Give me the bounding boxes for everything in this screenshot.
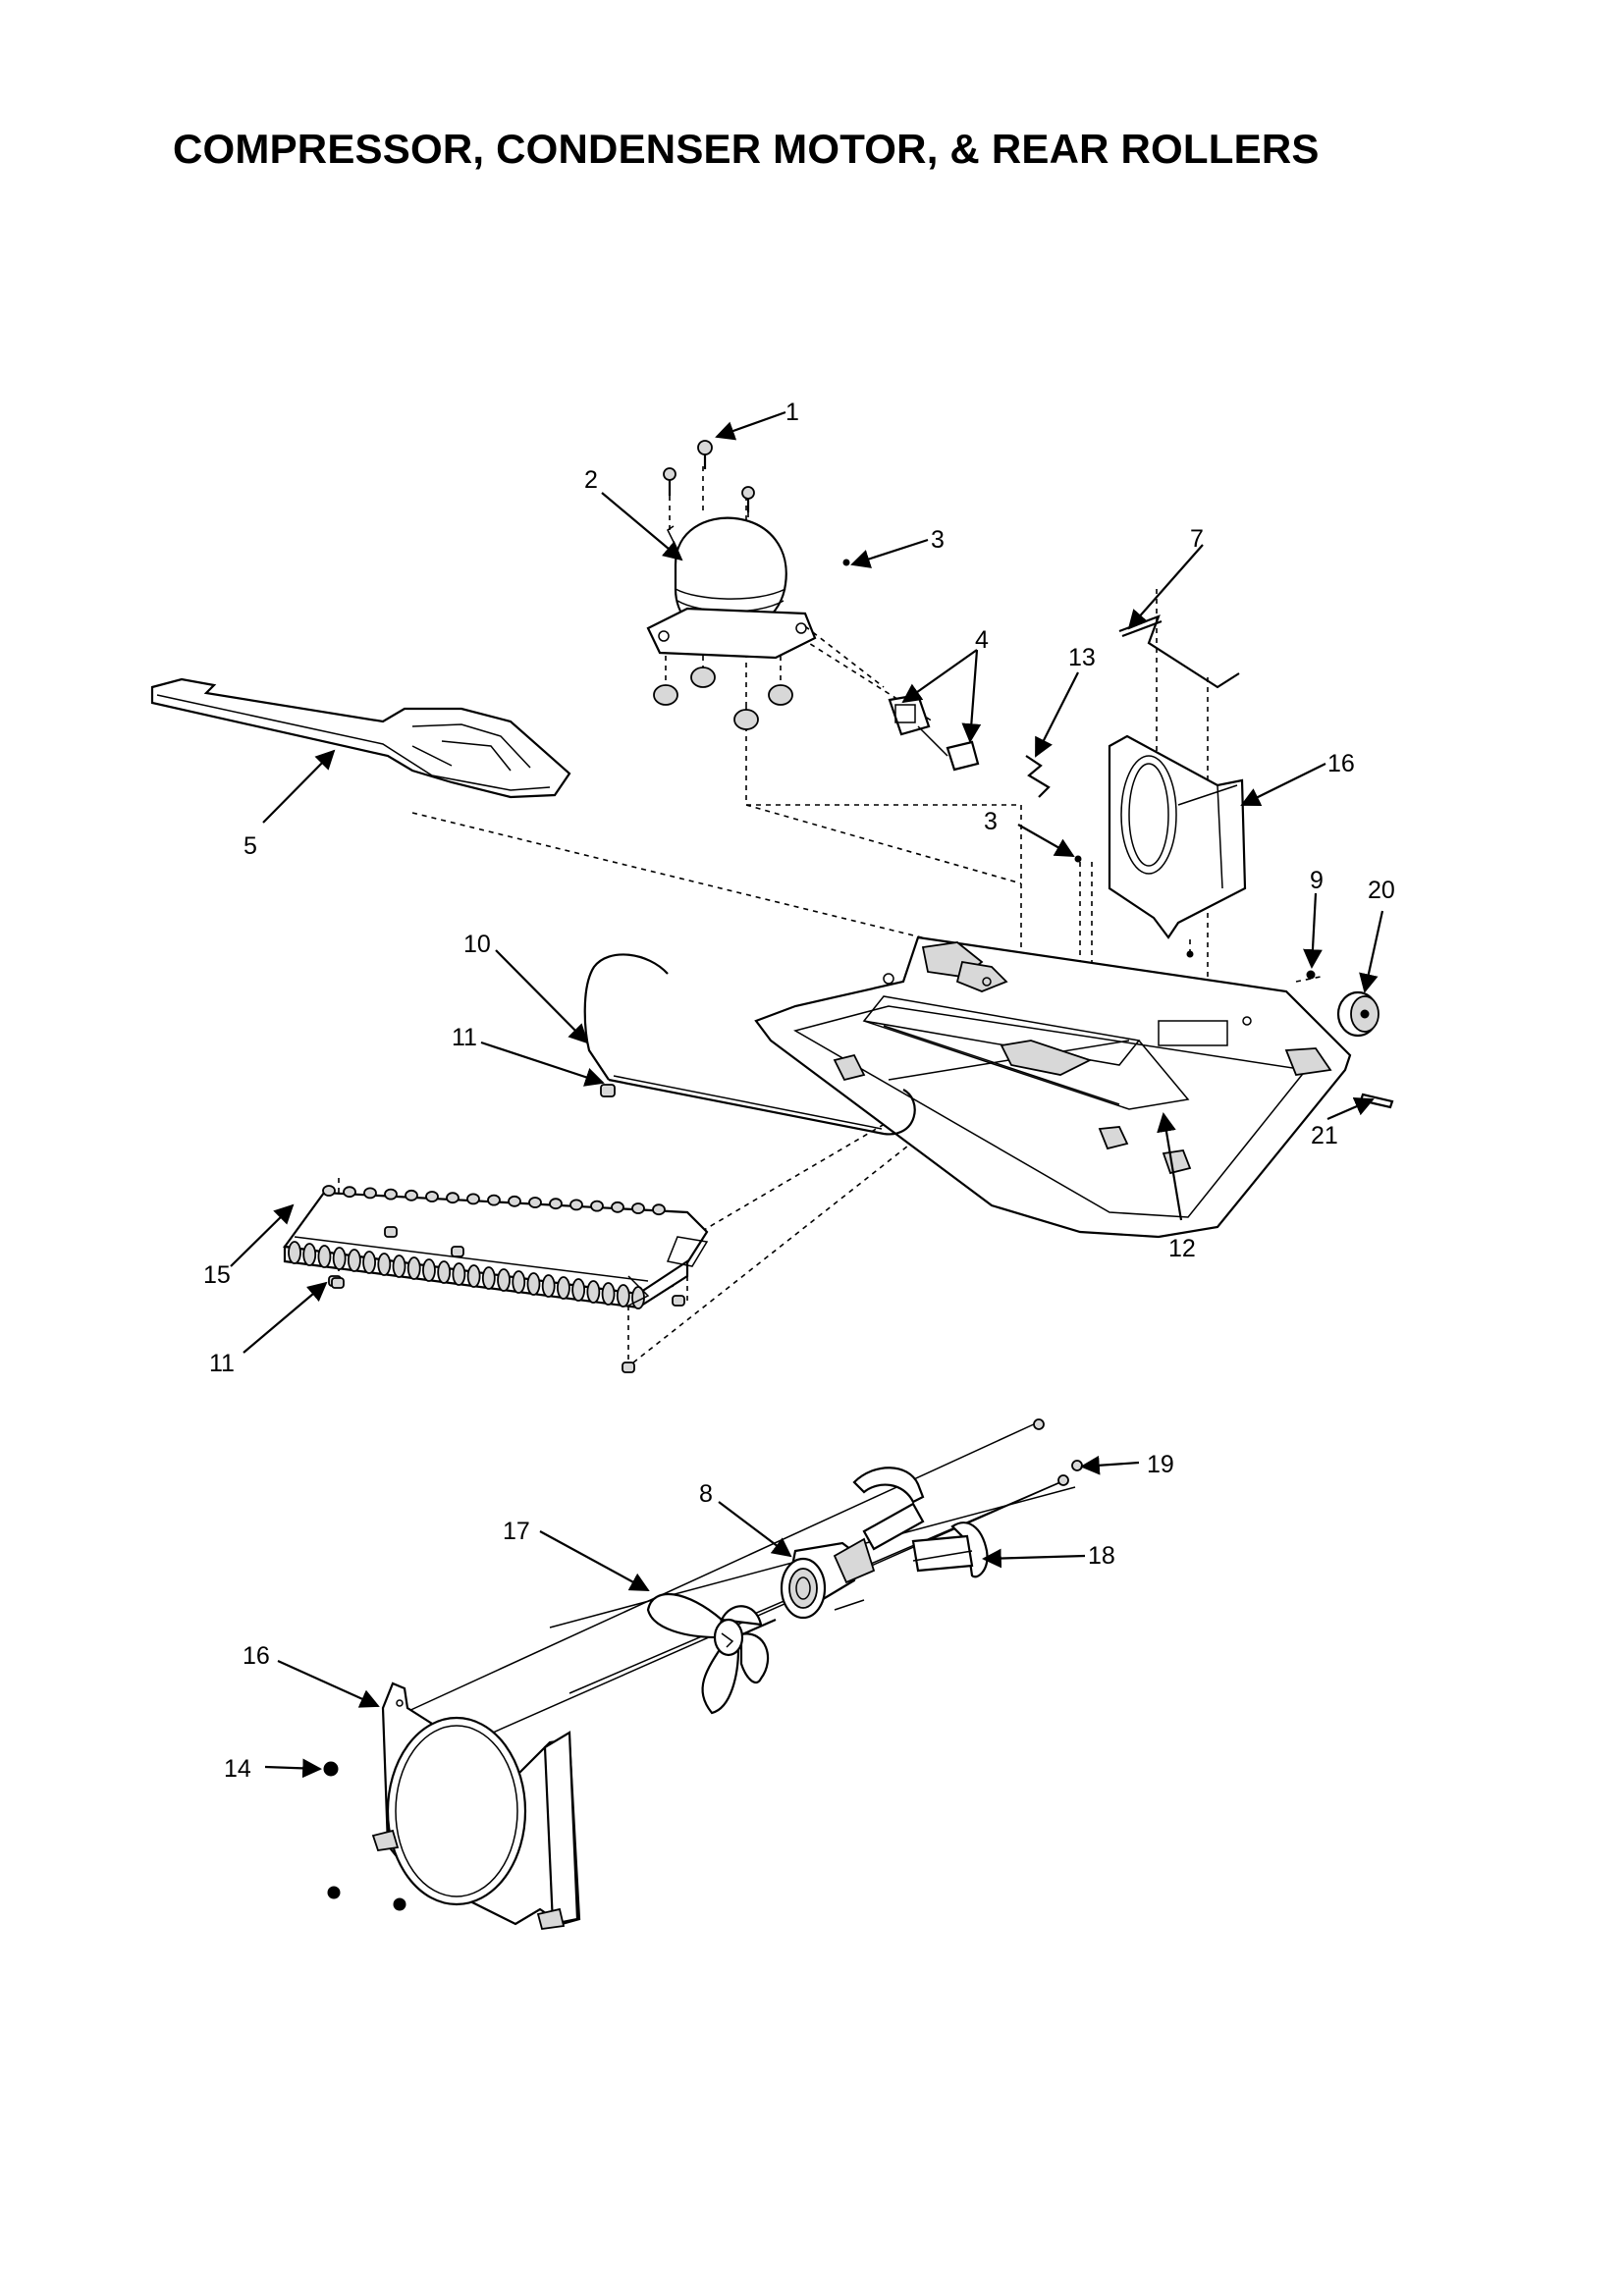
callout-labels: 1 2 3 4 5 7 13 16 3 9 20 10 11 12 21 15 … bbox=[203, 399, 1395, 1783]
callout-5: 5 bbox=[243, 832, 257, 860]
callout-3-lower: 3 bbox=[984, 808, 998, 835]
callout-10: 10 bbox=[463, 931, 491, 958]
screw-part-9 bbox=[1306, 970, 1316, 980]
bolt-right bbox=[741, 486, 755, 512]
motor-mount-bolts bbox=[382, 1418, 1083, 1778]
screw-base bbox=[1186, 950, 1194, 958]
condenser-coil bbox=[283, 1185, 709, 1373]
grommet-part-11-upper bbox=[600, 1084, 616, 1097]
callout-4: 4 bbox=[975, 626, 989, 654]
callout-15: 15 bbox=[203, 1261, 231, 1289]
callout-12: 12 bbox=[1168, 1235, 1196, 1262]
bolt-part-1 bbox=[697, 440, 713, 469]
relay-overload bbox=[888, 693, 980, 772]
clip-part-13 bbox=[1025, 755, 1051, 798]
screw-part-3-lower bbox=[1074, 855, 1082, 863]
callout-18: 18 bbox=[1088, 1542, 1115, 1570]
roller-axle bbox=[1359, 1093, 1394, 1109]
callout-21: 21 bbox=[1311, 1122, 1338, 1149]
callout-8: 8 bbox=[699, 1480, 713, 1508]
callout-1: 1 bbox=[785, 399, 799, 426]
callout-19: 19 bbox=[1147, 1451, 1174, 1478]
drain-pan bbox=[150, 677, 571, 799]
callout-13: 13 bbox=[1068, 644, 1096, 671]
callout-16-lower: 16 bbox=[243, 1642, 270, 1670]
fan-blade bbox=[646, 1592, 777, 1715]
callout-16-top: 16 bbox=[1327, 750, 1355, 777]
callout-2: 2 bbox=[584, 466, 598, 494]
callout-17: 17 bbox=[503, 1518, 530, 1545]
callout-11-upper: 11 bbox=[452, 1024, 477, 1051]
compressor bbox=[646, 440, 885, 730]
callout-leaders bbox=[230, 410, 1384, 1779]
callout-9: 9 bbox=[1310, 867, 1324, 894]
base-frame bbox=[754, 935, 1352, 1239]
condenser-fan-motor bbox=[780, 1537, 876, 1620]
bolt-left bbox=[663, 467, 676, 496]
fan-shroud-lower bbox=[371, 1682, 581, 1930]
callout-11-lower: 11 bbox=[209, 1350, 235, 1377]
grommet-part-11-lower bbox=[331, 1277, 345, 1289]
page-title: COMPRESSOR, CONDENSER MOTOR, & REAR ROLL… bbox=[173, 126, 1320, 172]
callout-14: 14 bbox=[224, 1755, 251, 1783]
motor-bracket bbox=[852, 1467, 989, 1578]
callout-20: 20 bbox=[1368, 877, 1395, 904]
callout-7: 7 bbox=[1190, 525, 1204, 553]
rear-roller bbox=[1336, 990, 1380, 1038]
fan-shroud-top bbox=[1108, 734, 1247, 939]
wire-part-7 bbox=[1118, 614, 1240, 689]
callout-3-top: 3 bbox=[931, 526, 945, 554]
screws-part-14 bbox=[323, 1761, 406, 1911]
